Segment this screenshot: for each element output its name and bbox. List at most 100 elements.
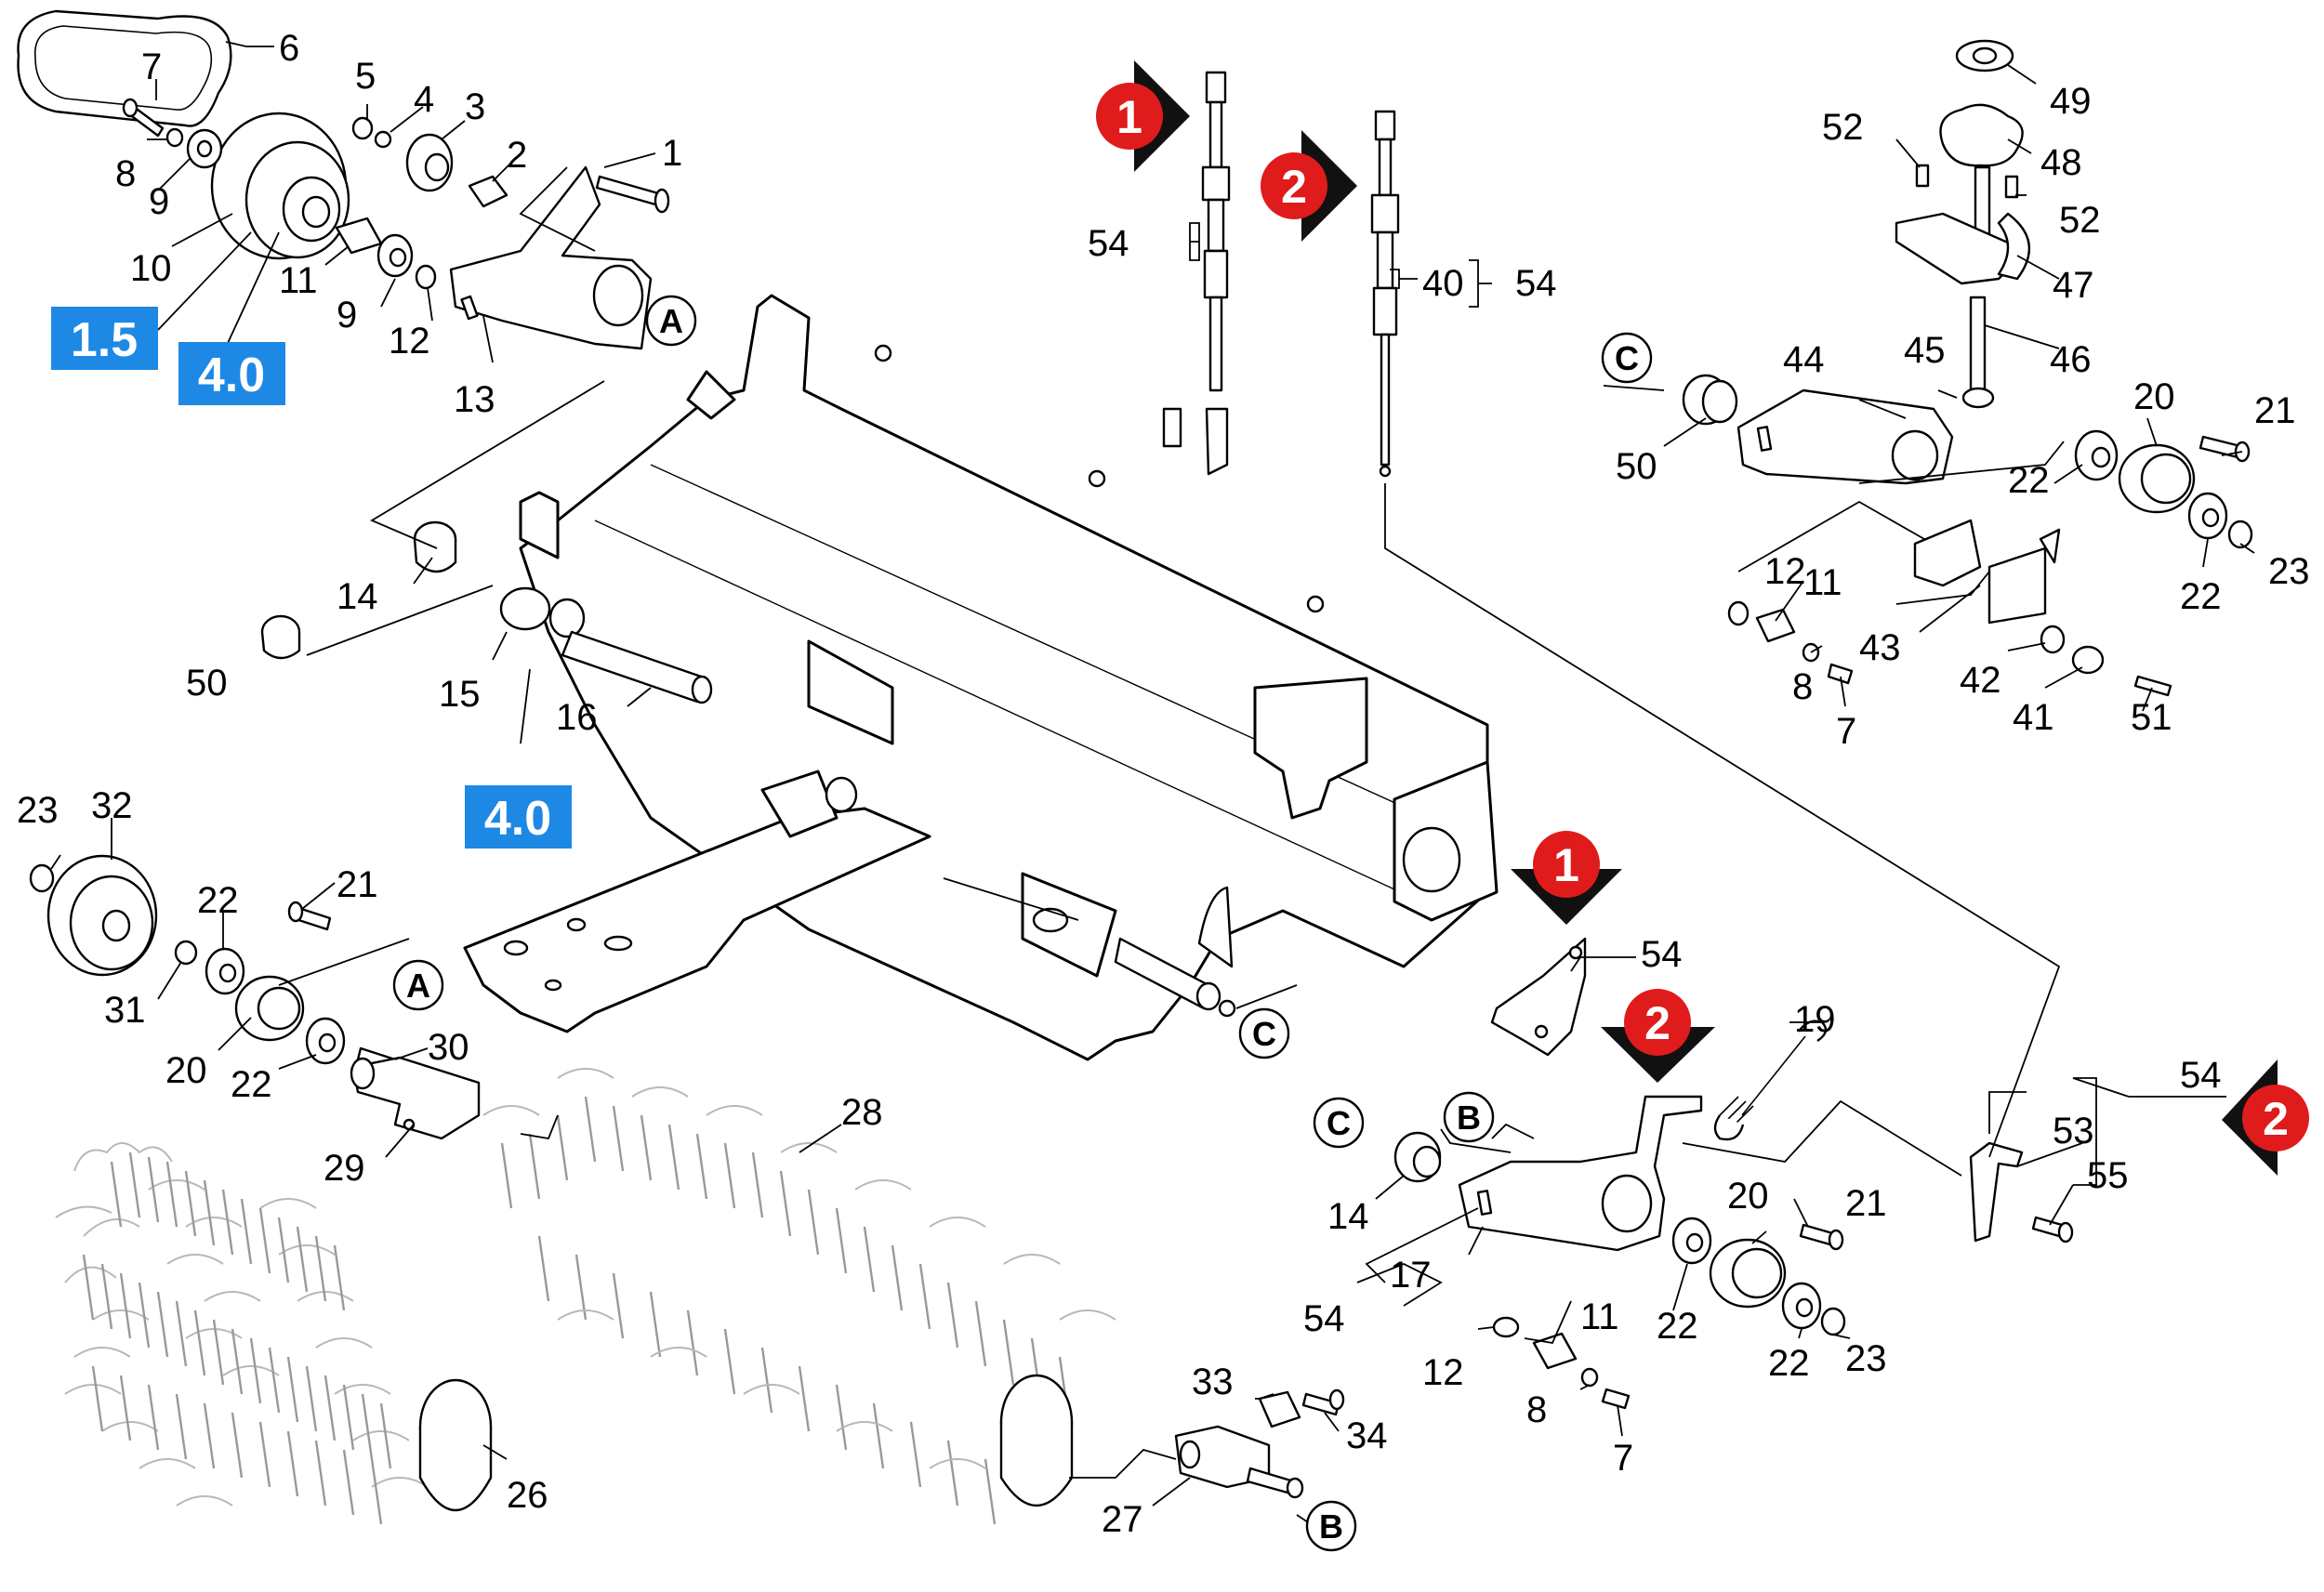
ring-23a xyxy=(2227,520,2253,549)
callout-label: 22 xyxy=(197,880,239,921)
torque-value: 4.0 xyxy=(484,792,551,846)
callout-label: 22 xyxy=(2180,576,2222,617)
callout-label: 19 xyxy=(1794,999,1836,1040)
variant-badge: 2 xyxy=(2222,1059,2309,1176)
washer-12b xyxy=(1727,600,1750,626)
callout-label: 50 xyxy=(1616,446,1657,487)
brush-roller-left xyxy=(55,1142,429,1525)
bearing-3 xyxy=(405,133,454,192)
callout-label: 41 xyxy=(2013,697,2054,738)
callout-label: 6 xyxy=(279,28,299,69)
callout-label: 20 xyxy=(165,1050,207,1091)
callout-label: 21 xyxy=(1845,1183,1887,1224)
callout-label: 48 xyxy=(2040,142,2082,183)
callout-label: 51 xyxy=(2131,697,2172,738)
callout-label: 1 xyxy=(662,133,682,174)
arm-plate-13 xyxy=(449,165,653,350)
cable-assembly-1 xyxy=(1162,71,1231,476)
bracket-44 xyxy=(1736,388,1954,485)
pulley-32 xyxy=(46,854,158,977)
bushing-14a xyxy=(413,520,457,573)
screw-7c xyxy=(1601,1388,1631,1410)
callout-labels: 1 2 3 4 5 6 7 8 9 10 11 9 12 13 14 50 15… xyxy=(17,28,2310,1540)
callout-label: 52 xyxy=(1822,107,1864,148)
washer-12a xyxy=(415,264,437,290)
callout-label: 29 xyxy=(324,1148,365,1189)
leader-lines xyxy=(50,41,2255,1525)
callout-label: 49 xyxy=(2050,81,2092,122)
ring-23c xyxy=(1820,1307,1846,1336)
callout-label: 54 xyxy=(1303,1298,1345,1339)
callout-label: 15 xyxy=(439,674,481,715)
nut-20a xyxy=(2118,443,2196,514)
callout-label: 45 xyxy=(1904,330,1946,371)
cap-49 xyxy=(1955,39,2014,72)
callout-label: 20 xyxy=(1727,1176,1769,1217)
callout-label: 13 xyxy=(454,379,495,420)
nut-41 xyxy=(2071,645,2105,675)
callout-label: 26 xyxy=(507,1475,548,1516)
bushing-14b xyxy=(1393,1131,1442,1183)
callout-label: 8 xyxy=(1526,1389,1547,1430)
bracket-27 xyxy=(1174,1425,1304,1499)
variant-number: 2 xyxy=(1281,161,1307,213)
callout-label: 53 xyxy=(2053,1111,2094,1151)
callout-label: 11 xyxy=(1803,562,1842,603)
screw-1 xyxy=(595,175,670,214)
callout-label: 7 xyxy=(1613,1438,1633,1479)
variant-number: 1 xyxy=(1553,839,1579,891)
callout-label: 8 xyxy=(1792,666,1813,707)
screw-7b xyxy=(1827,663,1854,685)
bushing-2 xyxy=(468,175,508,208)
washer-5 xyxy=(351,116,374,140)
brush-roller-right xyxy=(482,1068,1116,1525)
callout-label: 22 xyxy=(1768,1343,1810,1384)
ref-marker: C xyxy=(1238,1007,1290,1059)
callout-label: 2 xyxy=(507,135,527,176)
variant-badge: 1 xyxy=(1511,831,1622,925)
callout-label: 50 xyxy=(186,663,228,704)
bearing-22e xyxy=(1671,1217,1712,1265)
ref-marker: A xyxy=(645,295,697,347)
callout-label: 16 xyxy=(556,697,598,738)
callout-label: 21 xyxy=(2254,390,2296,431)
callout-label: 17 xyxy=(1390,1255,1432,1296)
callout-label: 33 xyxy=(1192,1362,1234,1402)
bearing-15 xyxy=(499,586,586,638)
bracket-17 xyxy=(1458,1095,1703,1252)
ref-letter: A xyxy=(406,967,430,1005)
callout-label: 31 xyxy=(104,990,146,1031)
ref-letter: C xyxy=(1615,339,1639,377)
callout-label: 54 xyxy=(1088,223,1129,264)
screw-34 xyxy=(1301,1392,1340,1416)
ref-marker: B xyxy=(1443,1091,1495,1143)
callout-label: 9 xyxy=(337,295,357,336)
ref-marker: B xyxy=(1305,1500,1357,1552)
bearing-22b xyxy=(2187,492,2228,540)
bearing-22f xyxy=(1781,1282,1822,1330)
variant-badge: 2 xyxy=(1261,130,1357,242)
screw-52b xyxy=(2004,175,2019,199)
variant-number: 1 xyxy=(1116,91,1142,143)
ref-letter: B xyxy=(1319,1507,1343,1546)
callout-label: 8 xyxy=(115,153,136,194)
bearing-22c xyxy=(205,947,245,995)
callout-label: 23 xyxy=(17,790,59,831)
callout-label: 30 xyxy=(428,1027,469,1068)
ref-letter: A xyxy=(659,302,683,340)
screw-52a xyxy=(1915,164,1930,188)
belt xyxy=(17,9,232,127)
bearing-22a xyxy=(2074,429,2119,481)
callout-label: 9 xyxy=(149,181,169,222)
bearing-9b xyxy=(376,233,414,278)
callout-label: 40 xyxy=(1422,263,1464,304)
washer-45 xyxy=(1961,387,1995,409)
callout-label: 46 xyxy=(2050,339,2092,380)
bushing-50b xyxy=(1682,374,1738,426)
callout-label: 5 xyxy=(355,56,376,97)
rod-46 xyxy=(1969,296,1987,392)
callout-label: 12 xyxy=(389,321,430,362)
callout-label: 3 xyxy=(465,86,485,127)
washer-31 xyxy=(174,940,198,966)
